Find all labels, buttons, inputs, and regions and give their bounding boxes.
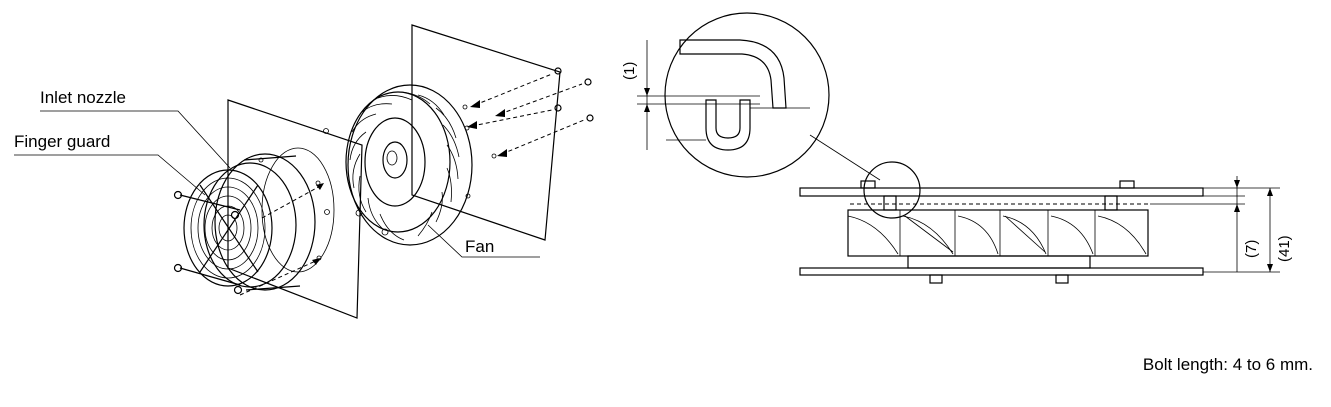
label-inlet-nozzle: Inlet nozzle [40,88,126,107]
screws [173,67,594,295]
front-panel [227,99,363,319]
dim-7: (7) [1243,240,1260,258]
label-fan: Fan [465,237,494,256]
bolt-length-note: Bolt length: 4 to 6 mm. [1142,355,1313,374]
section-view [799,161,1280,284]
inlet-nozzle [203,153,322,291]
finger-guard [179,169,273,287]
label-finger-guard: Finger guard [14,132,110,151]
rear-panel [411,24,561,241]
dim-gap-1: (1) [621,62,638,80]
fan-impeller [345,84,473,246]
panel-hole [261,147,335,273]
dim-41: (41) [1276,235,1293,262]
detail-magnified-view [637,12,881,181]
assembly-arrows [239,73,585,296]
exploded-view [14,24,594,319]
